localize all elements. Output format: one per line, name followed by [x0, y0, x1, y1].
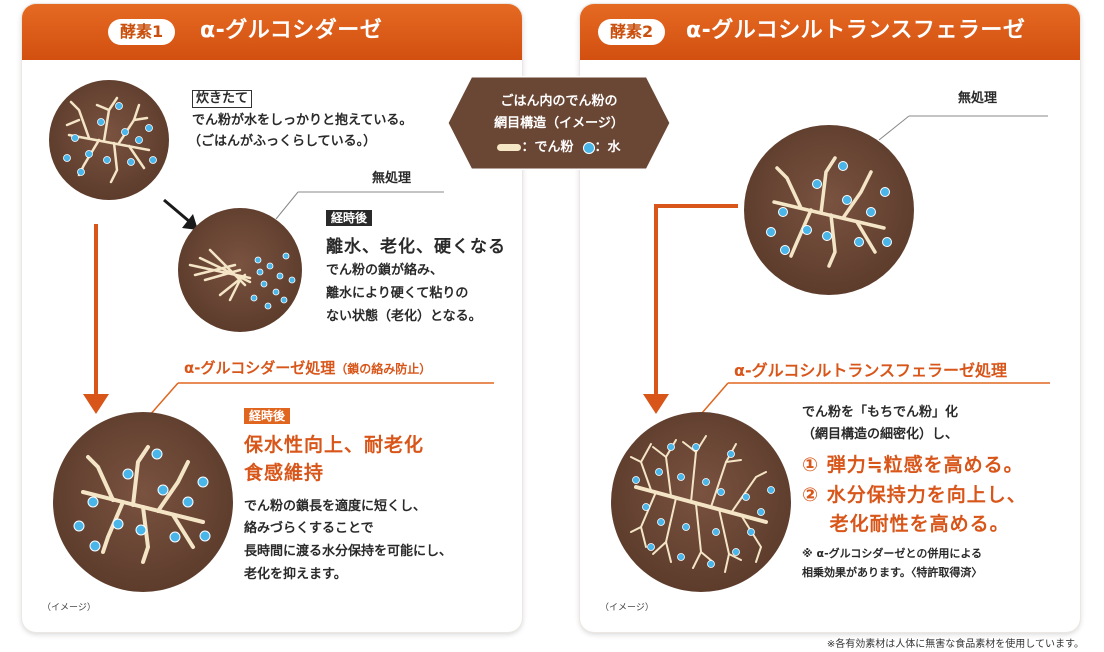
enzyme2-process-title: α-グルコシルトランスフェラーゼ処理 [734, 361, 1007, 380]
enzyme1-process-sub: （鎖の絡み防止） [335, 362, 432, 376]
enzyme1-process: α-グルコシダーゼ処理（鎖の絡み防止） [184, 357, 431, 378]
callout-line [275, 191, 299, 220]
enzyme1-untreated-label: 無処理 [372, 171, 412, 186]
enzyme2-untreated-circle [744, 125, 914, 295]
water-drop-icon [582, 141, 595, 154]
enzyme2-footnote-1: ※ α-グルコシダーゼとの併用による [802, 547, 982, 560]
enzyme1-process-title: α-グルコシダーゼ処理 [184, 359, 336, 377]
enzyme1-image-note: （イメージ） [42, 603, 96, 613]
enzyme2-footnote-2: 相乗効果があります。〈特許取得済〉 [802, 566, 983, 579]
enzyme1-title: α-グルコシダーゼ [200, 18, 383, 43]
legend-key: ：でん粉 ：水 [447, 136, 671, 155]
enzyme1-header-band [22, 4, 522, 60]
legend-starch-label: ：でん粉 [521, 140, 574, 155]
callout-line [878, 115, 910, 141]
starch-swatch-icon [497, 144, 522, 151]
footer-note: ※各有効素材は人体に無害な食品素材を使用しています。 [826, 639, 1084, 650]
enzyme2-line-1: でん粉を「もちでん粉」化 [802, 405, 959, 420]
legend-water-label: ：水 [594, 140, 621, 155]
aged-line-2: 離水により硬くて粘りの [326, 286, 469, 301]
fresh-tag: 炊きたて [192, 90, 253, 108]
result-heading-2: 食感維持 [244, 462, 325, 484]
legend-box: ごはん内のでん粉の 網目構造（イメージ） ：でん粉 ：水 [447, 76, 671, 170]
result-heading-1: 保水性向上、耐老化 [244, 434, 425, 456]
enzyme1-treated-circle [53, 412, 233, 592]
fresh-line-1: でん粉が水をしっかりと抱えている。 [192, 113, 413, 128]
enzyme2-point-3: 老化耐性を高める。 [802, 513, 1010, 535]
enzyme2-untreated-label: 無処理 [958, 91, 998, 106]
enzyme2-badge: 酵素2 [598, 19, 666, 45]
aged-tag: 経時後 [326, 210, 373, 226]
enzyme2-point-1: ① 弾力≒粒感を高める。 [802, 454, 1024, 476]
fresh-line-2: （ごはんがふっくらしている。） [188, 134, 377, 149]
arrow-down-icon [643, 204, 738, 414]
enzyme2-title: α-グルコシルトランスフェラーゼ [686, 18, 1026, 43]
callout-line [701, 382, 729, 414]
result-line-2: 絡みづらくすることで [244, 521, 374, 536]
callout-line [148, 382, 179, 417]
arrow-diagonal-icon [163, 198, 198, 230]
fresh-rice-circle [49, 80, 169, 200]
aged-line-1: でん粉の鎖が絡み、 [326, 263, 444, 278]
legend-line1: ごはん内のでん粉の [500, 94, 618, 109]
aged-line-3: ない状態（老化）となる。 [326, 309, 482, 324]
result-line-4: 老化を抑えます。 [244, 567, 347, 582]
enzyme2-point-2: ② 水分保持力を向上し、 [802, 484, 1027, 506]
aged-untreated-circle [178, 208, 302, 332]
enzyme2-image-note: （イメージ） [600, 603, 654, 613]
arrow-down-icon [83, 224, 109, 414]
result-line-3: 長時間に渡る水分保持を可能にし、 [244, 544, 453, 559]
aged-heading: 離水、老化、硬くなる [326, 237, 506, 257]
legend-line2: 網目構造（イメージ） [494, 116, 624, 131]
enzyme2-line-2: （網目構造の細密化）し、 [802, 427, 959, 442]
result-line-1: でん粉の鎖長を適度に短くし、 [244, 499, 427, 514]
enzyme2-treated-circle [611, 412, 791, 592]
enzyme1-badge: 酵素1 [108, 19, 176, 45]
result-tag: 経時後 [244, 408, 291, 424]
